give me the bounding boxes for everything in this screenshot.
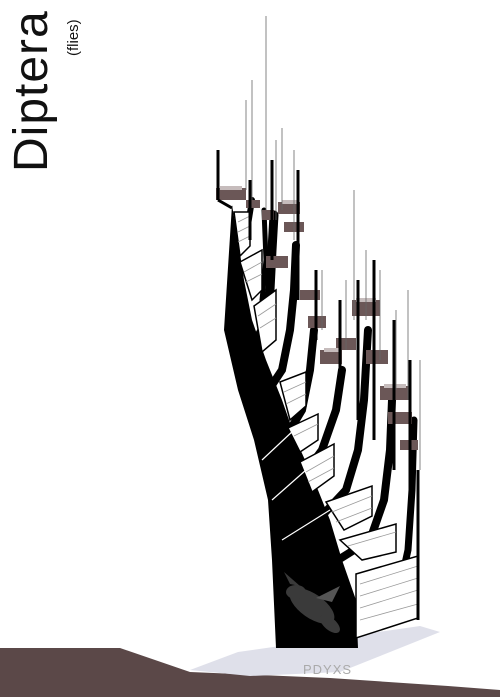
watermark-logo: PDYXS bbox=[303, 662, 352, 677]
